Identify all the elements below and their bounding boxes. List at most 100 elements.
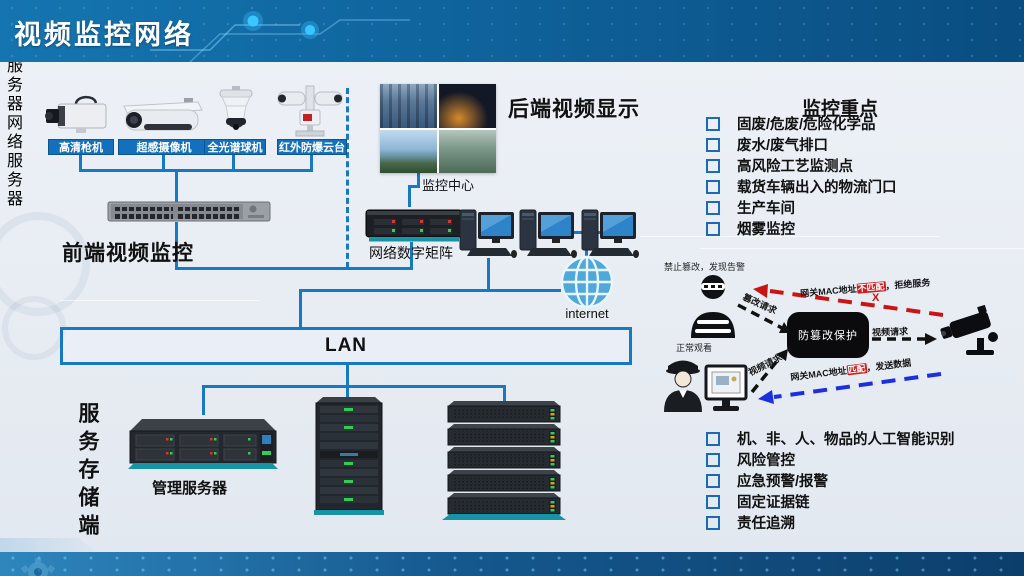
checkbox-icon [706,473,720,488]
connector-line [410,242,413,269]
plant-photo-tile [439,84,496,128]
connector-line [417,172,420,188]
lan-bus: LAN [60,327,632,365]
checkbox-icon [706,431,720,446]
internet-label: internet [565,306,609,321]
anti-tamper-protection-label: 防篡改保护 [798,330,858,342]
checklist-item: 机、非、人、物品的人工智能识别 [706,431,955,448]
frontend-backend-divider [346,88,349,268]
bullet-camera-icon [123,98,203,131]
connector-line [310,154,313,171]
network-server-label: 网络服务器 [4,114,21,209]
checkbox-icon [706,116,720,131]
normal-view-caption: 正常观看 [676,343,713,353]
checklist-item-label: 固废/危废/危险化学品 [737,117,876,133]
management-server-icon [128,419,278,469]
checkbox-icon [706,221,720,236]
connector-line [202,385,506,388]
checklist-item: 风险管控 [706,452,955,469]
camera-label: 高清枪机 [48,139,114,155]
camera-label-text: 红外防爆云台 [279,142,345,154]
checklist-item-label: 应急预警/报警 [737,474,829,490]
security-guard-monitor-icon [664,360,748,412]
checklist-item: 烟雾监控 [706,221,897,238]
checklist-item: 废水/废气排口 [706,137,897,154]
checklist-item-label: 责任追溯 [737,516,795,532]
matrix-label: 网络数字矩阵 [369,245,453,261]
plant-photo-tile [439,129,496,173]
plant-photo-tile [380,129,437,173]
connector-line [299,289,561,292]
connector-line [162,154,165,171]
checkbox-icon [706,158,720,173]
camera-label-text: 全光谱球机 [207,142,263,154]
header-banner: 视频监控网络 [0,0,1024,63]
checkbox-icon [706,137,720,152]
connector-line [79,169,313,172]
checklist-item: 生产车间 [706,200,897,217]
checklist-item-label: 载货车辆出入的物流门口 [737,180,897,196]
backend-section-title: 后端视频显示 [508,98,640,121]
checklist-item: 载货车辆出入的物流门口 [706,179,897,196]
camera-label: 全光谱球机 [204,139,266,155]
circuit-trace [700,248,1024,249]
page-title: 视频监控网络 [14,20,194,50]
connector-line [175,169,178,203]
internet-globe-icon [560,255,614,309]
gear-watermark [2,296,66,360]
mac-match-highlight: 匹配 [845,363,868,376]
connector-line [202,385,205,415]
checkbox-icon [706,494,720,509]
frontend-section-title: 前端视频监控 [62,242,194,265]
circuit-trace [640,236,940,237]
storage-section-title: 服务存储端 [76,402,99,542]
lan-label: LAN [324,335,368,356]
connector-line [487,258,490,291]
connector-line [408,185,411,207]
anti-tamper-protection-box: 防篡改保护 [787,312,869,358]
focus-checklist: 固废/危废/危险化学品 废水/废气排口 高风险工艺监测点 载货车辆出入的物流门口… [706,116,897,238]
camera-label-text: 高清枪机 [59,142,103,154]
checklist-item-label: 机、非、人、物品的人工智能识别 [737,432,955,448]
connector-line [408,185,420,188]
checklist-item: 高风险工艺监测点 [706,158,897,175]
checklist-item-label: 固定证据链 [737,495,810,511]
checklist-item: 应急预警/报警 [706,473,955,490]
dome-camera-icon [219,86,253,130]
security-arrows [737,284,944,404]
workstation-icon [459,209,517,258]
dual-ptz-camera-icon [277,85,343,137]
connector-line [299,289,302,328]
camera-label-text: 超感摄像机 [136,142,192,154]
checklist-item-label: 废水/废气排口 [737,138,829,154]
checklist-item: 固定证据链 [706,494,955,511]
connector-line [503,385,506,405]
monitor-center-image [380,84,496,173]
connector-line [346,385,349,400]
gear-icon [20,558,56,576]
network-switch-icon [107,201,271,222]
cctv-camera-icon [940,304,998,355]
checkbox-icon [706,179,720,194]
digital-matrix-icon [365,209,463,242]
checklist-item: 责任追溯 [706,515,955,532]
tamper-alert-caption: 禁止篡改，发现告警 [664,262,746,272]
checklist-item: 固废/危废/危险化学品 [706,116,897,133]
connector-line [232,154,235,171]
camera-label: 红外防爆云台 [277,139,347,155]
ai-checklist: 机、非、人、物品的人工智能识别 风险管控 应急预警/报警 固定证据链 责任追溯 [706,431,955,532]
checkbox-icon [706,200,720,215]
checklist-item-label: 风险管控 [737,453,795,469]
management-server-label: 管理服务器 [152,480,228,497]
circuit-trace [60,300,260,301]
workstation-icon [581,209,639,258]
streaming-server-icon [314,397,384,515]
connector-line [346,365,349,387]
plant-photo-tile [380,84,437,128]
connector-line [175,267,413,270]
connector-line [79,154,82,171]
hacker-icon [691,275,735,338]
focus-list-title: 监控重点 [801,99,878,120]
checklist-item-label: 高风险工艺监测点 [737,159,853,175]
